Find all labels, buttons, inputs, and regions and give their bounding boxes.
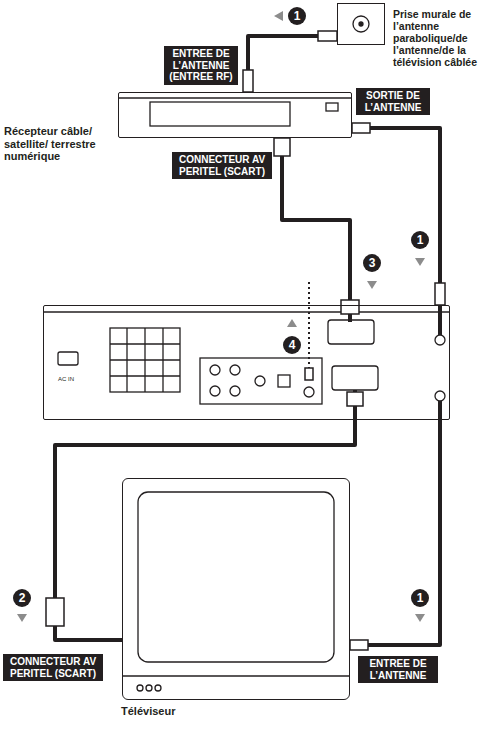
cable bbox=[352, 128, 440, 305]
tv-screen bbox=[138, 492, 334, 662]
callout-number: 3 bbox=[363, 254, 381, 272]
optical-jack bbox=[278, 375, 290, 387]
callout-number: 1 bbox=[411, 589, 429, 607]
antenna-jack bbox=[435, 335, 445, 345]
av-jack bbox=[210, 386, 220, 396]
antenna-cable-end bbox=[438, 305, 442, 335]
device-label: Téléviseur bbox=[121, 705, 241, 718]
direction-arrow bbox=[287, 319, 297, 327]
receiver-slot bbox=[150, 102, 290, 126]
receiver-button bbox=[326, 103, 338, 111]
connector-tag: ENTREE DE L’ANTENNE (ENTREE RF) bbox=[164, 46, 238, 85]
cable bbox=[350, 420, 440, 645]
receiver-top-face bbox=[118, 97, 352, 98]
coax-plug bbox=[243, 70, 253, 92]
callout-number: 1 bbox=[411, 231, 429, 249]
digital-jack bbox=[304, 387, 314, 397]
connector-tag: ENTREE DE L’ANTENNE bbox=[358, 656, 438, 683]
recorder-fan bbox=[110, 328, 180, 392]
connector-tag: CONNECTEUR AV PERITEL (SCART) bbox=[3, 654, 103, 681]
recorder-top-face bbox=[43, 311, 450, 312]
digital-plug bbox=[305, 368, 313, 380]
antenna-cable-end bbox=[438, 401, 442, 420]
av-jack bbox=[230, 386, 240, 396]
cable bbox=[248, 36, 337, 92]
scart-socket bbox=[328, 320, 374, 344]
connector-tag: CONNECTEUR AV PERITEL (SCART) bbox=[172, 152, 272, 179]
recorder-jack-panel bbox=[200, 358, 322, 404]
direction-arrow bbox=[17, 614, 27, 622]
av-jack bbox=[210, 365, 220, 375]
direction-arrow bbox=[415, 614, 425, 622]
fan-grille bbox=[126, 328, 127, 392]
scart-plug bbox=[341, 300, 359, 314]
direction-arrow bbox=[367, 281, 377, 289]
coax-plug bbox=[352, 123, 370, 133]
direction-arrow bbox=[274, 11, 283, 21]
device-box: Prise murale de l’antenne parabolique/de… bbox=[337, 3, 385, 45]
ac-socket bbox=[58, 352, 78, 365]
scart-plug bbox=[46, 598, 64, 626]
callout-number: 4 bbox=[283, 336, 301, 354]
device-box: Téléviseur bbox=[122, 478, 350, 700]
device-label: AC IN bbox=[58, 376, 88, 383]
fan-grille bbox=[144, 328, 145, 392]
coax-plug bbox=[318, 31, 337, 41]
av-jack bbox=[230, 365, 240, 375]
cable bbox=[55, 420, 355, 640]
cable bbox=[282, 138, 350, 305]
device-box: Récepteur câble/ satellite/ terrestre nu… bbox=[118, 92, 352, 138]
device-label: Prise murale de l’antenne parabolique/de… bbox=[393, 8, 489, 68]
coax-plug bbox=[435, 283, 445, 305]
callout-number: 1 bbox=[288, 7, 306, 25]
scart-plug bbox=[347, 392, 363, 406]
tv-button bbox=[155, 685, 161, 691]
av-jack bbox=[255, 376, 265, 386]
device-label: Récepteur câble/ satellite/ terrestre nu… bbox=[4, 125, 114, 163]
connector-tag: SORTIE DE L’ANTENNE bbox=[356, 88, 430, 115]
optional-digital-cable bbox=[308, 282, 310, 368]
tv-button bbox=[137, 685, 143, 691]
direction-arrow bbox=[415, 258, 425, 266]
callout-number: 2 bbox=[13, 589, 31, 607]
coax-plug bbox=[350, 640, 368, 650]
scart-socket bbox=[332, 366, 378, 390]
device-box: AC IN bbox=[43, 305, 450, 420]
fan-grille bbox=[162, 328, 163, 392]
tv-button bbox=[146, 685, 152, 691]
wall-socket-pin bbox=[359, 22, 363, 26]
tv-base-line bbox=[122, 675, 350, 676]
antenna-jack bbox=[435, 391, 445, 401]
scart-plug bbox=[274, 138, 290, 156]
wall-socket bbox=[353, 16, 369, 32]
